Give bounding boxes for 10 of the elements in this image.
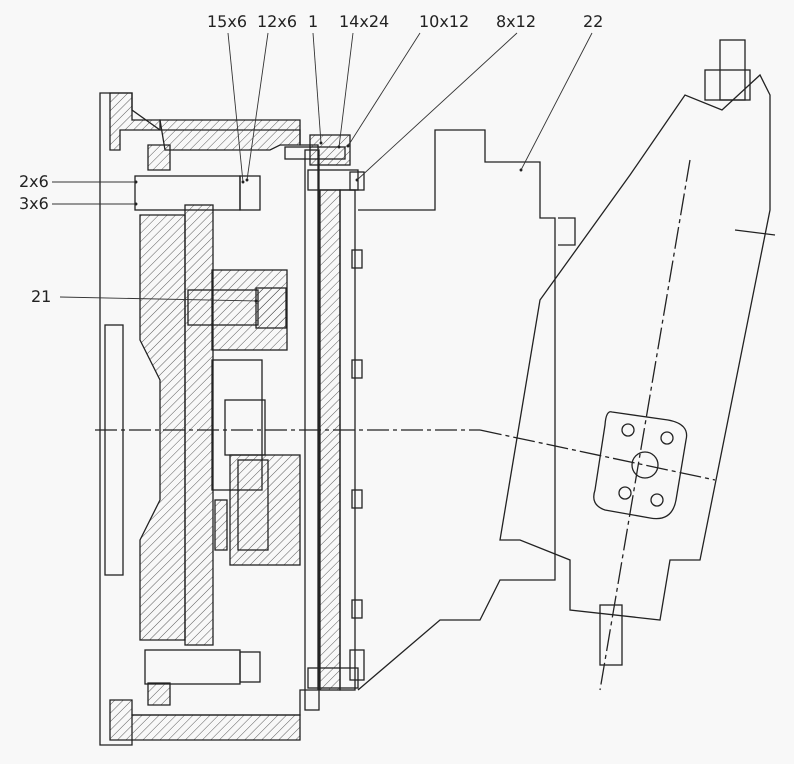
leader-line — [246, 32, 268, 182]
leader-line — [52, 180, 138, 184]
leader-line — [52, 202, 138, 206]
leader-line — [60, 296, 258, 302]
leader-line — [346, 32, 420, 148]
leader-line — [356, 32, 518, 182]
leader-line — [520, 32, 592, 172]
leader-line — [228, 32, 244, 184]
leader-line — [338, 32, 354, 148]
leader-line — [312, 32, 322, 144]
